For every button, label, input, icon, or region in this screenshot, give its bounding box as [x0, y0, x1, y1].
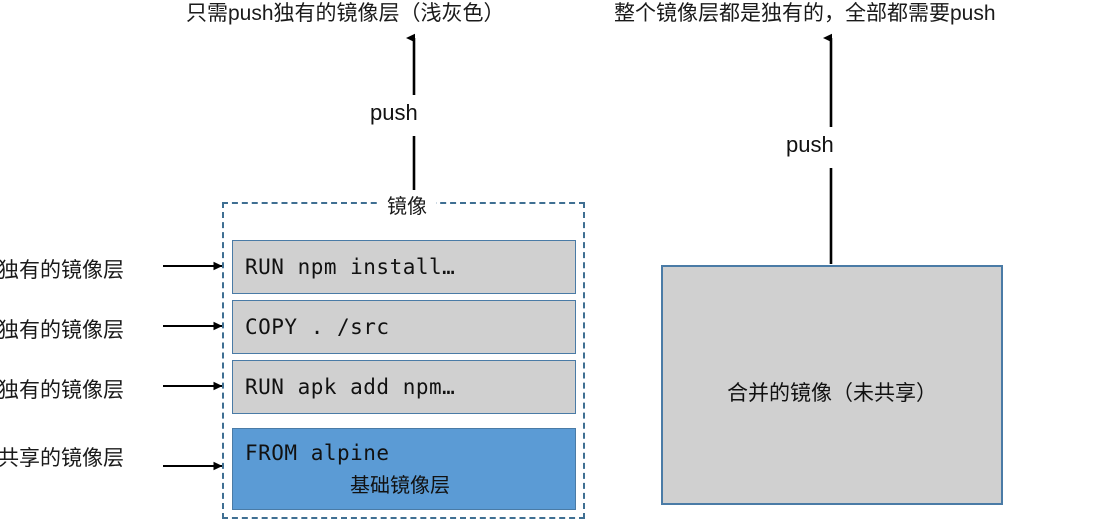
push-label-left: push [370, 100, 418, 125]
image-container-label: 镜像 [378, 190, 436, 219]
image-layer-row: RUN apk add npm… [232, 360, 576, 414]
image-layer-row: RUN npm install… [232, 240, 576, 294]
caption-right-push-all-layers: 整个镜像层都是独有的，全部都需要push [614, 2, 996, 25]
caption-left-push-unique-layers: 只需push独有的镜像层（浅灰色） [186, 2, 505, 25]
merged-image-box: 合并的镜像（未共享） [661, 265, 1003, 505]
image-layer-row-base: FROM alpine 基础镜像层 [232, 428, 576, 510]
side-label-unique-layer: 独有的镜像层 [0, 319, 124, 342]
side-label-shared-layer: 共享的镜像层 [0, 447, 124, 470]
merged-image-label: 合并的镜像（未共享） [727, 382, 937, 405]
image-layer-row: COPY . /src [232, 300, 576, 354]
side-label-unique-layer: 独有的镜像层 [0, 379, 124, 402]
layer-code-text: RUN npm install… [245, 255, 456, 279]
layer-subtitle-text: 基础镜像层 [350, 474, 450, 497]
layer-code-text: RUN apk add npm… [245, 375, 456, 399]
layer-code-text: FROM alpine [245, 440, 390, 465]
side-label-unique-layer: 独有的镜像层 [0, 259, 124, 282]
layer-code-text: COPY . /src [245, 315, 390, 339]
push-label-right: push [786, 132, 834, 157]
